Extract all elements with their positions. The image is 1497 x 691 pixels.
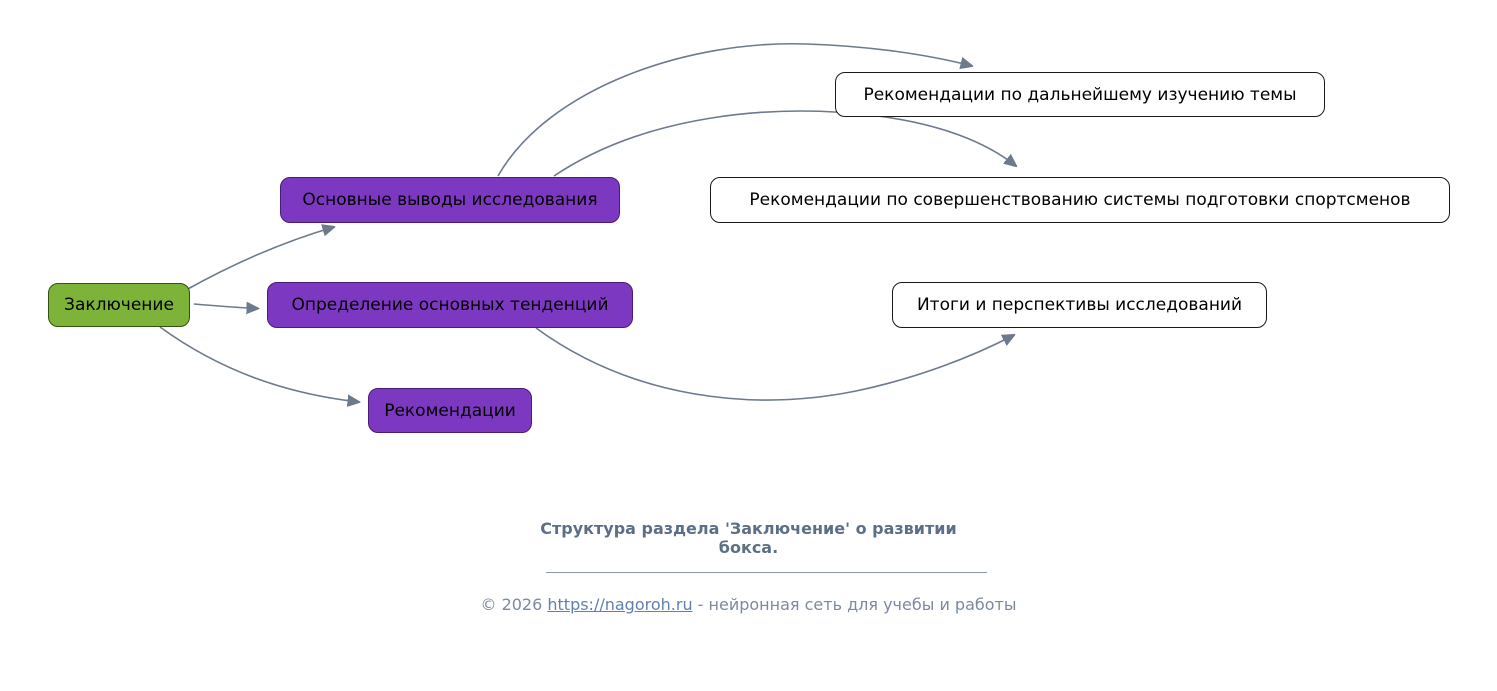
node-recommendations: Рекомендации [368, 388, 532, 433]
caption: Структура раздела 'Заключение' о развити… [0, 519, 1497, 557]
node-training-system: Рекомендации по совершенствованию систем… [710, 177, 1450, 223]
node-training-system-label: Рекомендации по совершенствованию систем… [749, 190, 1411, 210]
edge-main-conclusions-to-further-study [497, 42, 972, 177]
footer-copyright: © 2026 [480, 595, 548, 614]
edge-main-conclusions-to-training-system [553, 110, 1016, 177]
node-trends-label: Определение основных тенденций [291, 295, 609, 315]
node-recommendations-label: Рекомендации [384, 400, 516, 421]
node-further-study-label: Рекомендации по дальнейшему изучению тем… [863, 84, 1297, 105]
edge-trends-to-results-prospects [535, 327, 1014, 401]
footer-tagline: - нейронная сеть для учебы и работы [692, 595, 1017, 614]
footer-link[interactable]: https://nagoroh.ru [547, 595, 693, 614]
edge-root-to-main-conclusions [185, 227, 334, 291]
node-trends: Определение основных тенденций [267, 282, 633, 328]
caption-text: Структура раздела 'Заключение' о развити… [540, 519, 957, 557]
node-zakluchenie-label: Заключение [64, 295, 174, 315]
footer: © 2026 https://nagoroh.ru - нейронная се… [0, 595, 1497, 614]
node-zakluchenie: Заключение [48, 283, 190, 327]
node-main-conclusions-label: Основные выводы исследования [302, 190, 598, 210]
edge-root-to-trends [193, 304, 258, 309]
node-results-prospects: Итоги и перспективы исследований [892, 282, 1267, 328]
divider-line [546, 572, 987, 573]
node-results-prospects-label: Итоги и перспективы исследований [916, 295, 1243, 315]
node-main-conclusions: Основные выводы исследования [280, 177, 620, 223]
node-further-study: Рекомендации по дальнейшему изучению тем… [835, 72, 1325, 117]
edge-root-to-recommendations [159, 326, 359, 402]
